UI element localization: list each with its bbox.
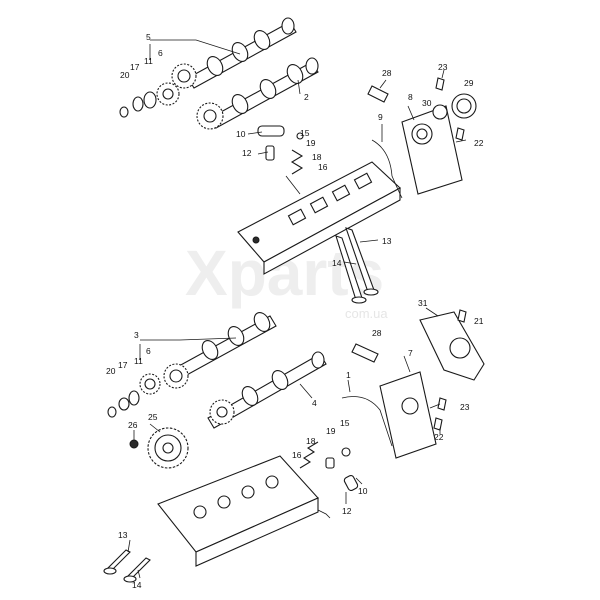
callout-label: 25 — [148, 412, 158, 422]
lower-callouts: 3 17 20 11 6 28 31 21 7 1 4 25 26 19 15 … — [106, 298, 484, 590]
lower-adjuster-wheel — [139, 373, 161, 395]
upper-valves — [335, 227, 379, 304]
callout-label: 19 — [326, 426, 336, 436]
callout-label: 20 — [120, 70, 130, 80]
callout-label: 22 — [434, 432, 444, 442]
upper-cylinder-head — [237, 161, 401, 275]
lower-drive-gear — [147, 427, 189, 469]
callout-label: 30 — [422, 98, 432, 108]
upper-adjuster-wheel — [156, 82, 180, 106]
lower-sealant-tube — [351, 343, 379, 363]
upper-sprocket-exhaust — [196, 102, 224, 130]
callout-label: 14 — [332, 258, 342, 268]
callout-label: 21 — [474, 316, 484, 326]
upper-sprocket-intake — [171, 63, 197, 89]
callout-label: 28 — [372, 328, 382, 338]
callout-label: 11 — [144, 56, 153, 66]
callout-label: 8 — [408, 92, 413, 102]
callout-label: 18 — [312, 152, 322, 162]
callout-label: 6 — [158, 48, 163, 58]
callout-label: 10 — [358, 486, 368, 496]
callout-label: 19 — [306, 138, 316, 148]
lower-camshaft-exhaust — [207, 351, 327, 429]
callout-label: 13 — [118, 530, 128, 540]
upper-timing-cover — [401, 105, 463, 195]
callout-label: 2 — [304, 92, 309, 102]
upper-seal-parts — [432, 93, 477, 120]
callout-label: 4 — [312, 398, 317, 408]
callout-label: 15 — [340, 418, 350, 428]
callout-label: 31 — [418, 298, 428, 308]
lower-timing-cover — [379, 371, 437, 459]
upper-gasket — [371, 139, 403, 199]
callout-label: 12 — [342, 506, 352, 516]
callout-label: 14 — [132, 580, 142, 590]
upper-rocker-parts — [257, 125, 304, 175]
lower-valve-gear — [299, 441, 359, 492]
lower-outer-cover — [419, 311, 485, 381]
lower-gasket — [341, 396, 393, 447]
lower-sprocket-exhaust — [209, 399, 235, 425]
callout-label: 11 — [134, 356, 143, 366]
upper-camshaft-intake — [187, 17, 297, 89]
callout-label: 3 — [134, 330, 139, 340]
callout-label: 17 — [130, 62, 140, 72]
callout-label: 7 — [408, 348, 413, 358]
callout-label: 13 — [382, 236, 392, 246]
callout-label: 22 — [474, 138, 484, 148]
callout-label: 26 — [128, 420, 138, 430]
lower-camshaft-intake — [167, 312, 277, 383]
callout-label: 16 — [292, 450, 302, 460]
lower-valves — [103, 549, 151, 583]
callout-label: 16 — [318, 162, 328, 172]
callout-label: 12 — [242, 148, 252, 158]
upper-sealant-tube — [367, 85, 389, 103]
callout-label: 15 — [300, 128, 310, 138]
lower-washer-stack — [107, 390, 140, 418]
callout-label: 23 — [438, 62, 448, 72]
leader-lines — [127, 39, 467, 579]
callout-label: 5 — [146, 32, 151, 42]
callout-label: 20 — [106, 366, 116, 376]
callout-label: 28 — [382, 68, 392, 78]
upper-bolts — [435, 77, 465, 141]
lower-cylinder-head — [157, 455, 319, 567]
callout-label: 18 — [306, 436, 316, 446]
watermark-domain: com.ua — [345, 306, 388, 321]
callout-label: 6 — [146, 346, 151, 356]
callout-label: 29 — [464, 78, 474, 88]
callout-label: 1 — [346, 370, 351, 380]
callout-label: 10 — [236, 129, 246, 139]
upper-washer-stack — [119, 91, 157, 118]
lower-sprocket-intake — [163, 363, 189, 389]
callout-label: 9 — [378, 112, 383, 122]
upper-callouts: 5 17 20 11 6 2 28 23 29 8 30 9 10 15 19 … — [120, 32, 484, 268]
lower-nut — [129, 439, 139, 449]
callout-label: 17 — [118, 360, 128, 370]
callout-label: 23 — [460, 402, 470, 412]
lower-bolts — [433, 309, 467, 431]
